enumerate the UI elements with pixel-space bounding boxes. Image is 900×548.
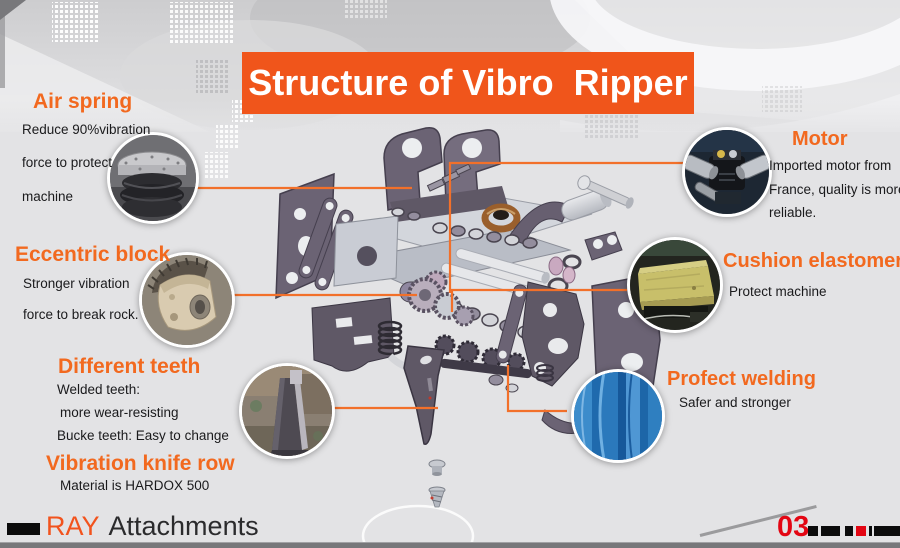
callout-line: France, quality is more bbox=[769, 182, 900, 197]
footer-brand: RAY Attachments bbox=[46, 511, 259, 542]
eccentric-block-heading: Eccentric block bbox=[15, 243, 171, 266]
bottom-circle-decoration bbox=[361, 504, 475, 548]
callout-line: Material is HARDOX 500 bbox=[60, 478, 210, 493]
callout-line: Bucke teeth: Easy to change bbox=[57, 428, 229, 443]
vibration-knife-row-heading: Vibration knife row bbox=[46, 452, 235, 475]
callout-line: Protect machine bbox=[729, 284, 827, 299]
teeth-photo bbox=[239, 363, 335, 459]
welding-photo-art bbox=[574, 372, 662, 460]
callout-line: reliable. bbox=[769, 205, 817, 220]
motor-heading: Motor bbox=[792, 128, 848, 150]
footer-square-black bbox=[869, 526, 872, 536]
footer-square-black bbox=[845, 526, 853, 536]
brand-ray: RAY bbox=[46, 511, 100, 541]
footer-black-bar bbox=[7, 523, 40, 535]
screws bbox=[428, 459, 446, 508]
callout-line: Stronger vibration bbox=[23, 276, 130, 291]
callout-line: more wear-resisting bbox=[60, 405, 179, 420]
callout-line: Reduce 90%vibration bbox=[22, 122, 151, 137]
page-title: Structure of Vibro Ripper bbox=[248, 62, 688, 103]
cushion-elastomer-heading: Cushion elastomer bbox=[723, 250, 900, 272]
motor-photo-art bbox=[685, 130, 769, 214]
teeth-photo-art bbox=[242, 366, 332, 456]
profect-welding-heading: Profect welding bbox=[667, 368, 816, 390]
footer-square-black bbox=[821, 526, 840, 536]
footer-square-black bbox=[808, 526, 818, 536]
vibro-ripper-exploded-diagram bbox=[275, 126, 661, 508]
knife-blade bbox=[403, 345, 445, 446]
callout-line: Safer and stronger bbox=[679, 395, 791, 410]
callout-line: Welded teeth: bbox=[57, 382, 141, 397]
callout-line: force to break rock. bbox=[23, 307, 139, 322]
dot-pattern-clusters bbox=[52, 0, 802, 180]
air-spring-photo bbox=[107, 132, 199, 224]
callout-line: machine bbox=[22, 189, 74, 204]
eccentric-block-photo bbox=[139, 252, 235, 348]
cushion-photo bbox=[627, 237, 723, 333]
cushion-photo-art bbox=[630, 240, 720, 330]
footer-square-black bbox=[874, 526, 900, 536]
footer-bottom-line bbox=[0, 542, 900, 548]
motor-photo bbox=[682, 127, 772, 217]
eccentric-block-photo-art bbox=[142, 255, 232, 345]
title-banner: Structure of Vibro Ripper bbox=[242, 52, 694, 114]
welding-photo bbox=[571, 369, 665, 463]
page-number: 03 bbox=[777, 511, 810, 543]
air-spring-heading: Air spring bbox=[33, 90, 133, 113]
different-teeth-heading: Different teeth bbox=[58, 355, 201, 378]
callout-line: Imported motor from bbox=[769, 158, 892, 173]
air-spring-photo-art bbox=[110, 135, 196, 221]
footer-square-red bbox=[856, 526, 866, 536]
brand-attachments: Attachments bbox=[108, 511, 259, 541]
callout-line: force to protect bbox=[22, 155, 113, 170]
